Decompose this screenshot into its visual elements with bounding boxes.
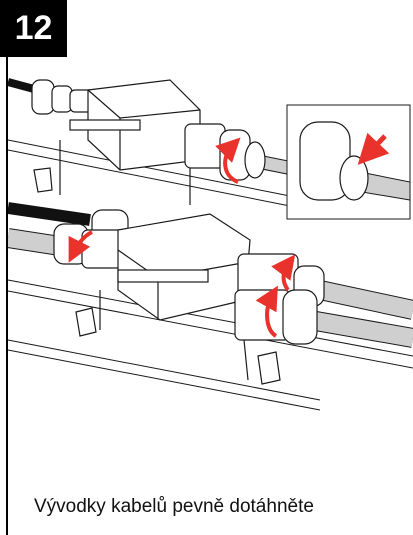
rail-lines (7, 139, 413, 411)
lower-junction-box (99, 213, 251, 381)
upper-junction-box (59, 79, 201, 205)
upper-clip (33, 167, 53, 193)
lower-cables-grey-right (308, 280, 413, 348)
left-margin-rule (6, 57, 8, 535)
lower-cable-grey-left (6, 228, 62, 256)
upper-rotate-arrow (215, 137, 241, 184)
lower-right-bottom-rotate-arrow (255, 285, 278, 338)
instruction-caption: Vývodky kabelů pevně dotáhněte (34, 496, 314, 517)
lower-cable-black (7, 202, 91, 226)
lower-left-rotate-arrow (68, 230, 93, 263)
lower-glands-right (234, 253, 325, 345)
step-number-badge: 12 (0, 0, 67, 57)
detail-inset (286, 104, 411, 220)
upper-gland-left (31, 79, 95, 115)
lower-right-top-rotate-arrow (271, 254, 296, 292)
lower-clips (75, 307, 281, 385)
